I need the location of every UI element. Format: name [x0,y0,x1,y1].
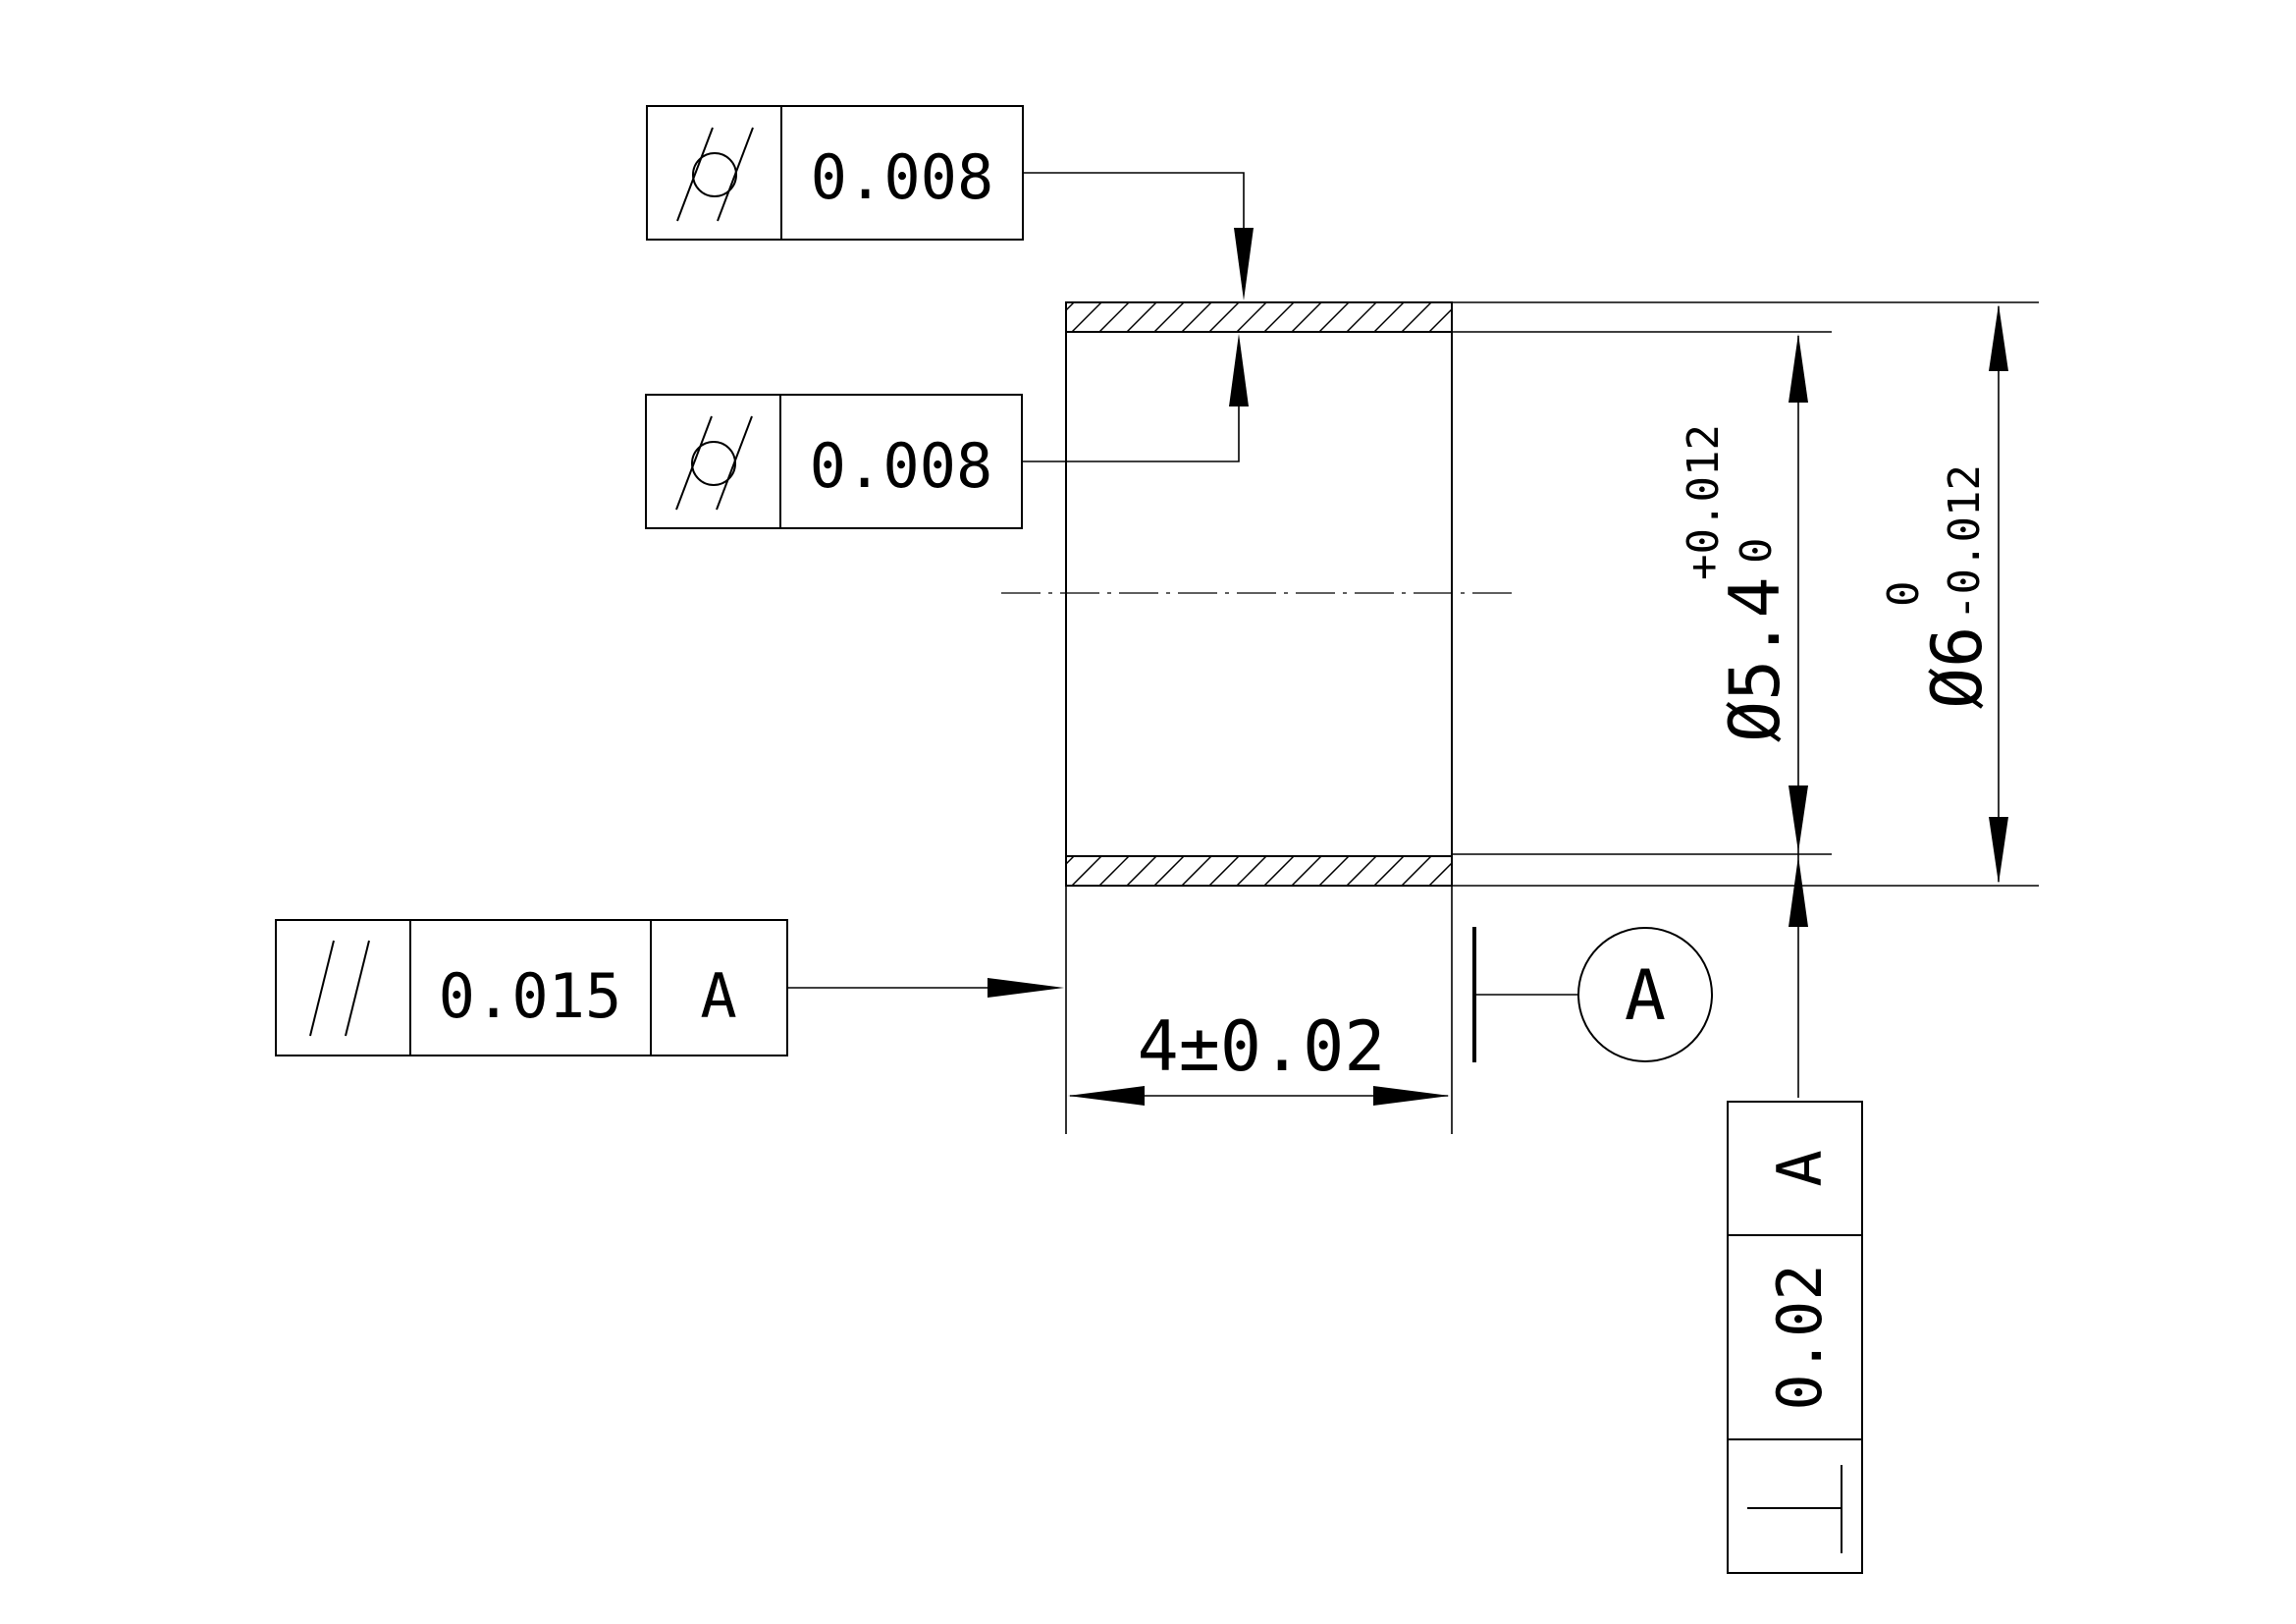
top-cyl-tolerance: 0.008 [811,141,994,213]
hatch-line [1071,301,1102,333]
hatch-line [1428,862,1453,887]
hatch-line [1065,301,1075,311]
bushing-section [1001,301,1520,887]
hatch-line [1263,855,1295,887]
cylindricity-icon [675,415,753,511]
hatch-line [1208,301,1240,333]
hatch-line [1153,855,1185,887]
hatch-line [1401,855,1432,887]
outer-diameter-dimension: Ø6 0 -0.012 [1879,304,2008,884]
inner-diameter-upper: +0.012 [1679,424,1729,580]
hatch-line [1181,301,1212,333]
bottom-cyl-leader [1022,405,1240,462]
outer-diameter-arrow-top [1989,304,2008,371]
inner-diameter-value: Ø5.4 [1715,576,1795,742]
inner-diameter-lower: 0 [1732,538,1782,565]
top-cyl-leader [1023,172,1245,236]
hatch-line [1318,855,1350,887]
hatch-line [1098,301,1130,333]
hatch-line [1208,855,1240,887]
parallelism-tolerance: 0.015 [439,960,622,1032]
top-cylindricity-frame: 0.008 [646,105,1254,300]
hatch-line [1236,301,1267,333]
inner-diameter-dimension: Ø5.4 +0.012 0 [1679,334,1808,1098]
top-cyl-frame-box [646,105,1024,241]
parallelism-leader-arrow [988,978,1064,998]
hatch-line [1126,855,1157,887]
parallelism-datum: A [700,960,736,1032]
bottom-cylindricity-frame: 0.008 [645,334,1249,529]
bottom-cyl-tolerance: 0.008 [810,430,993,502]
top-cyl-leader-arrow [1234,228,1254,300]
top-wall-hatch [1065,301,1453,333]
length-dimension: 4±0.02 [1068,1006,1450,1106]
inner-diameter-arrow-top [1789,334,1808,403]
hatch-line [1098,855,1130,887]
datum-circle [1577,927,1713,1062]
datum-feature-a: A [1472,927,1713,1062]
hatch-line [1428,308,1453,333]
outer-diameter-arrow-bottom [1989,817,2008,884]
hatch-line [1346,855,1377,887]
perpendicularity-datum: A [1764,1150,1836,1186]
length-arrow-left [1068,1086,1145,1106]
perpendicularity-tolerance: 0.02 [1764,1264,1836,1410]
hatch-line [1373,855,1405,887]
hatch-line [1291,301,1322,333]
bottom-wall-hatch [1065,855,1453,887]
hatch-line [1373,301,1405,333]
length-arrow-right [1373,1086,1450,1106]
hatch-line [1263,301,1295,333]
bottom-wall-outline [1065,855,1453,887]
hatch-line [1291,855,1322,887]
hatch-line [1236,855,1267,887]
parallelism-icon [309,940,370,1037]
outer-diameter-value: Ø6 [1917,626,1998,709]
extension-lines [1065,301,2039,1134]
parallelism-frame: 0.015 A [275,919,1064,1056]
bottom-cyl-leader-arrow [1229,334,1249,406]
inner-diameter-arrow-low-up [1789,785,1808,852]
hatch-line [1126,301,1157,333]
cylindricity-icon [676,127,754,222]
hatch-line [1318,301,1350,333]
hatch-line [1181,855,1212,887]
hatch-line [1071,855,1102,887]
length-value: 4±0.02 [1138,1006,1386,1087]
hatch-line [1401,301,1432,333]
hatch-line [1153,301,1185,333]
outer-diameter-upper: 0 [1879,581,1929,608]
datum-label: A [1625,955,1666,1036]
perpendicularity-icon [1747,1465,1842,1553]
top-wall-outline [1065,301,1453,333]
hatch-line [1346,301,1377,333]
inner-diameter-arrow-low-down [1789,856,1808,927]
outer-diameter-lower: -0.012 [1940,464,1990,621]
hatch-line [1065,855,1075,865]
perpendicularity-frame: 0.02 A [1727,1101,1863,1574]
perpendicularity-frame-box [1727,1101,1863,1574]
bottom-cyl-frame-box [645,394,1023,529]
